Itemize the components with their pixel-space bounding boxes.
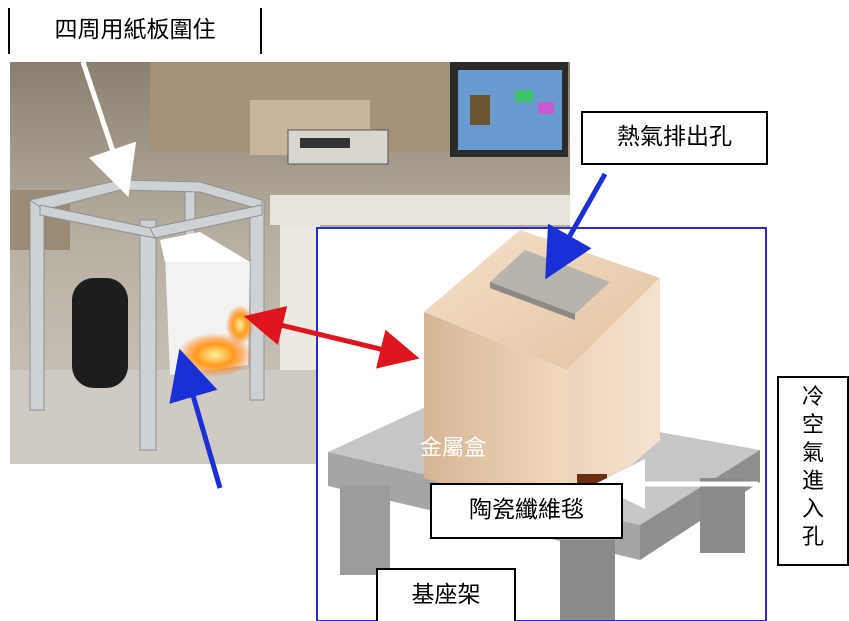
label-cold-air-inlet: 冷空氣進入孔 [777, 376, 849, 566]
label-cold-air-inlet-char: 入 [801, 497, 824, 522]
hot-air-arrow [545, 172, 608, 280]
label-ceramic-fiber-blanket: 陶瓷纖維毯 [430, 483, 623, 539]
label-cold-air-inlet-char: 冷 [801, 385, 824, 410]
label-cold-air-inlet-char: 空 [801, 413, 824, 438]
fiber-arrow [169, 348, 223, 489]
model-panel [316, 227, 767, 621]
label-cold-air-inlet-char: 孔 [801, 525, 824, 550]
label-metal-box: 金屬盒 [420, 436, 487, 461]
label-hot-air-outlet: 熱氣排出孔 [581, 111, 768, 165]
top-label-arrow [80, 61, 137, 197]
correspondence-arrow [243, 306, 420, 369]
label-base-frame: 基座架 [376, 568, 516, 621]
label-cold-air-inlet-char: 氣 [801, 441, 824, 466]
label-cardboard-enclosure: 四周用紙板圍住 [8, 8, 262, 54]
label-cold-air-inlet-char: 進 [801, 469, 824, 494]
